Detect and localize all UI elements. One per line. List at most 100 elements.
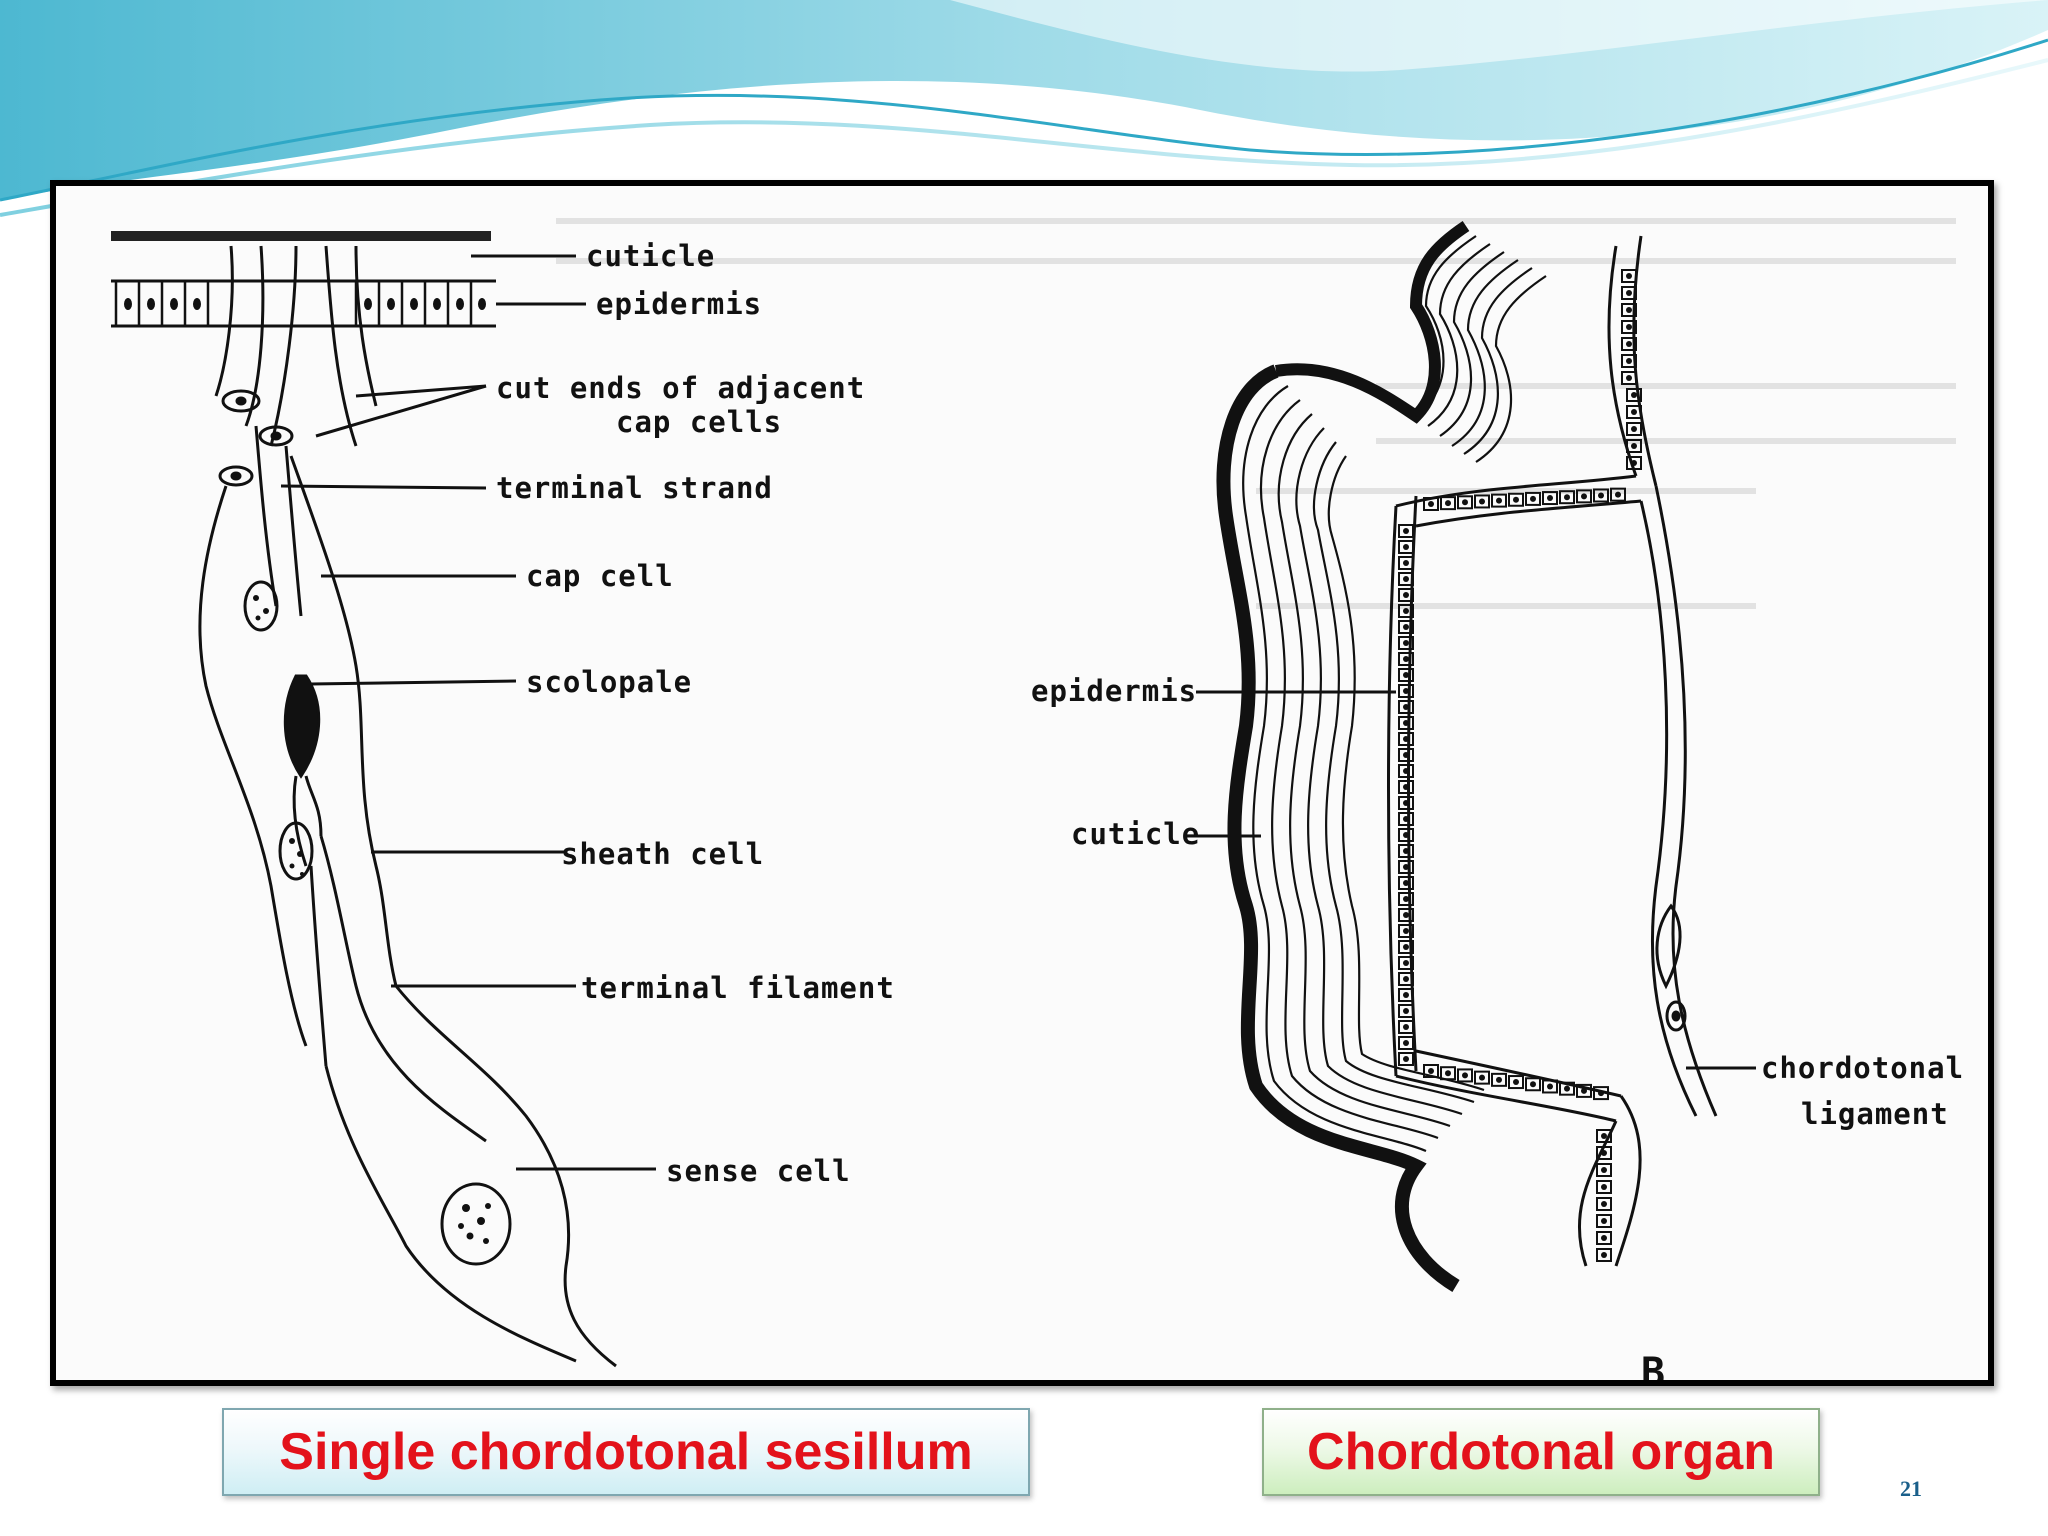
cell-nucleus <box>1403 640 1409 646</box>
epidermal-cell <box>1474 1070 1490 1085</box>
epidermal-cell <box>1626 422 1642 436</box>
caption-chordotonal-organ: Chordotonal organ <box>1262 1408 1820 1496</box>
epidermal-cell <box>1508 1075 1524 1090</box>
epidermal-cell <box>1398 636 1414 650</box>
right-leader-lines <box>1186 690 1756 1070</box>
epidermal-cell <box>1398 876 1414 890</box>
epidermal-cell <box>1398 828 1414 842</box>
epidermal-cell <box>1398 732 1414 746</box>
epidermal-cell <box>1596 1197 1612 1211</box>
cell-nucleus <box>1601 1252 1607 1258</box>
epidermal-cell <box>1596 1214 1612 1228</box>
cell-nucleus <box>1513 496 1519 503</box>
epidermal-cell <box>1621 371 1637 385</box>
epidermal-cell <box>1559 490 1575 505</box>
cell-nucleus <box>1631 392 1637 398</box>
cell-nucleus <box>1403 912 1409 918</box>
cell-nucleus <box>1403 848 1409 854</box>
epidermal-cell <box>1398 972 1414 986</box>
cell-nucleus <box>1530 1081 1536 1088</box>
epidermal-cell <box>1621 286 1637 300</box>
epidermal-cell <box>1398 748 1414 762</box>
cell-nucleus <box>1403 560 1409 566</box>
epidermal-cell <box>1576 1083 1592 1098</box>
cell-nucleus <box>1631 443 1637 449</box>
cell-nucleus <box>1403 768 1409 774</box>
cell-nucleus <box>1513 1079 1519 1086</box>
epidermal-cell <box>1398 652 1414 666</box>
caption-single-sensillum: Single chordotonal sesillum <box>222 1408 1030 1496</box>
epidermal-cell <box>1398 1020 1414 1034</box>
cell-nucleus <box>1626 375 1632 381</box>
epidermal-cell <box>1508 492 1524 507</box>
epidermal-cell <box>1398 924 1414 938</box>
cell-nucleus <box>1601 1184 1607 1190</box>
diagram-frame: cuticle epidermis cut ends of adjacent c… <box>50 180 1994 1386</box>
cell-nucleus <box>1496 1076 1502 1083</box>
epidermal-cell <box>1398 604 1414 618</box>
cell-nucleus <box>1598 1090 1604 1097</box>
cell-nucleus <box>1403 800 1409 806</box>
epidermal-cell <box>1398 700 1414 714</box>
cell-nucleus <box>1403 832 1409 838</box>
cell-nucleus <box>1631 409 1637 415</box>
label-chordotonal-line1: chordotonal <box>1761 1051 1964 1085</box>
cell-nucleus <box>1626 324 1632 330</box>
cell-nucleus <box>1445 500 1451 507</box>
cell-nucleus <box>1601 1235 1607 1241</box>
epidermal-cell <box>1398 796 1414 810</box>
cell-nucleus <box>1626 307 1632 313</box>
cell-nucleus <box>1403 784 1409 790</box>
cell-nucleus <box>1615 491 1621 498</box>
epidermal-cell <box>1610 487 1626 502</box>
epidermal-cell <box>1576 489 1592 504</box>
cell-nucleus <box>1403 576 1409 582</box>
cell-nucleus <box>1601 1218 1607 1224</box>
cell-nucleus <box>1547 1083 1553 1090</box>
label-scolopale: scolopale <box>526 665 692 699</box>
epidermal-cell <box>1398 540 1414 554</box>
epidermal-cell <box>1398 524 1414 538</box>
left-leader-lines <box>280 254 656 1171</box>
cell-nucleus <box>1479 1074 1485 1081</box>
header-wave <box>0 0 2048 217</box>
epidermal-cell <box>1596 1163 1612 1177</box>
cell-nucleus <box>1403 672 1409 678</box>
epidermal-cell <box>1398 716 1414 730</box>
cell-nucleus <box>1462 499 1468 506</box>
epidermal-cell <box>1559 1081 1575 1096</box>
cell-nucleus <box>1403 720 1409 726</box>
cell-nucleus <box>1403 1056 1409 1062</box>
epidermal-cell <box>1542 1079 1558 1094</box>
label-panel-b: B <box>1641 1350 1666 1380</box>
epidermal-cell <box>1593 1086 1609 1101</box>
cell-nucleus <box>1403 928 1409 934</box>
epidermal-cell <box>1398 780 1414 794</box>
cell-nucleus <box>1530 495 1536 502</box>
cell-nucleus <box>1403 608 1409 614</box>
epidermal-cell <box>1440 1066 1456 1081</box>
cell-nucleus <box>1403 992 1409 998</box>
cell-nucleus <box>1626 341 1632 347</box>
epidermal-cell <box>1423 497 1439 511</box>
cell-nucleus <box>1403 1008 1409 1014</box>
right-epidermal-cells <box>1398 269 1642 1262</box>
cell-nucleus <box>1601 1150 1607 1156</box>
cell-nucleus <box>1403 736 1409 742</box>
epidermal-cell <box>1626 456 1642 470</box>
label-epidermis-right: epidermis <box>1031 674 1197 708</box>
epidermal-cell <box>1398 844 1414 858</box>
epidermal-cell <box>1440 496 1456 511</box>
epidermal-cell <box>1398 764 1414 778</box>
epidermal-cell <box>1596 1146 1612 1160</box>
cell-nucleus <box>1403 544 1409 550</box>
label-cut-ends-line1: cut ends of adjacent <box>496 371 865 405</box>
cell-nucleus <box>1601 1167 1607 1173</box>
label-terminal-strand: terminal strand <box>496 471 773 505</box>
cell-nucleus <box>1403 528 1409 534</box>
epidermal-cell <box>1398 588 1414 602</box>
epidermal-cell <box>1596 1180 1612 1194</box>
label-cap-cell: cap cell <box>526 559 674 593</box>
cell-nucleus <box>1462 1072 1468 1079</box>
epidermal-cell <box>1626 439 1642 453</box>
